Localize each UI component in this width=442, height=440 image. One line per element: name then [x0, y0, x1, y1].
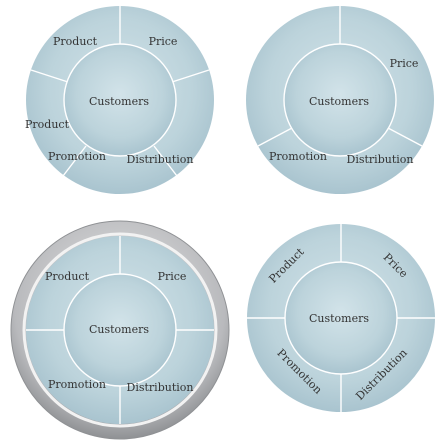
segment-dividers [257, 6, 423, 147]
segment-label-promotion: Promotion [48, 150, 106, 163]
center-label: Customers [89, 95, 149, 108]
segment-label-promotion: Promotion [48, 378, 106, 391]
center-circle [284, 261, 398, 375]
segment-label-product: Product [45, 270, 90, 283]
segment-label-distribution: Distribution [347, 153, 414, 166]
segment-dividers [247, 224, 435, 412]
segment-label-distribution: Distribution [127, 381, 194, 394]
diagram-3: Customers Product Price Promotion Distri… [10, 220, 230, 440]
center-label: Customers [89, 323, 149, 336]
segment-label-distribution: Distribution [127, 153, 194, 166]
segment-label-price: Price [149, 35, 178, 48]
center-label: Customers [309, 95, 369, 108]
segment-label-promotion: Promotion [269, 150, 327, 163]
diagram-4: Customers Product Price Promotion Distri… [247, 224, 435, 412]
center-circle [283, 43, 397, 157]
segment-label-product-2: Product [25, 118, 70, 131]
segment-dividers [30, 6, 210, 177]
segment-label-price: Price [158, 270, 187, 283]
ring-highlight [22, 232, 218, 428]
segment-label-price: Price [390, 57, 419, 70]
diagram-1: Customers Product Price Product Promotio… [25, 6, 214, 194]
diagram-2: Customers Price Promotion Distribution [246, 6, 434, 194]
center-label: Customers [309, 312, 369, 325]
center-circle [63, 43, 177, 157]
center-circle [63, 273, 177, 387]
segment-dividers [26, 236, 214, 424]
segment-label-product: Product [53, 35, 98, 48]
